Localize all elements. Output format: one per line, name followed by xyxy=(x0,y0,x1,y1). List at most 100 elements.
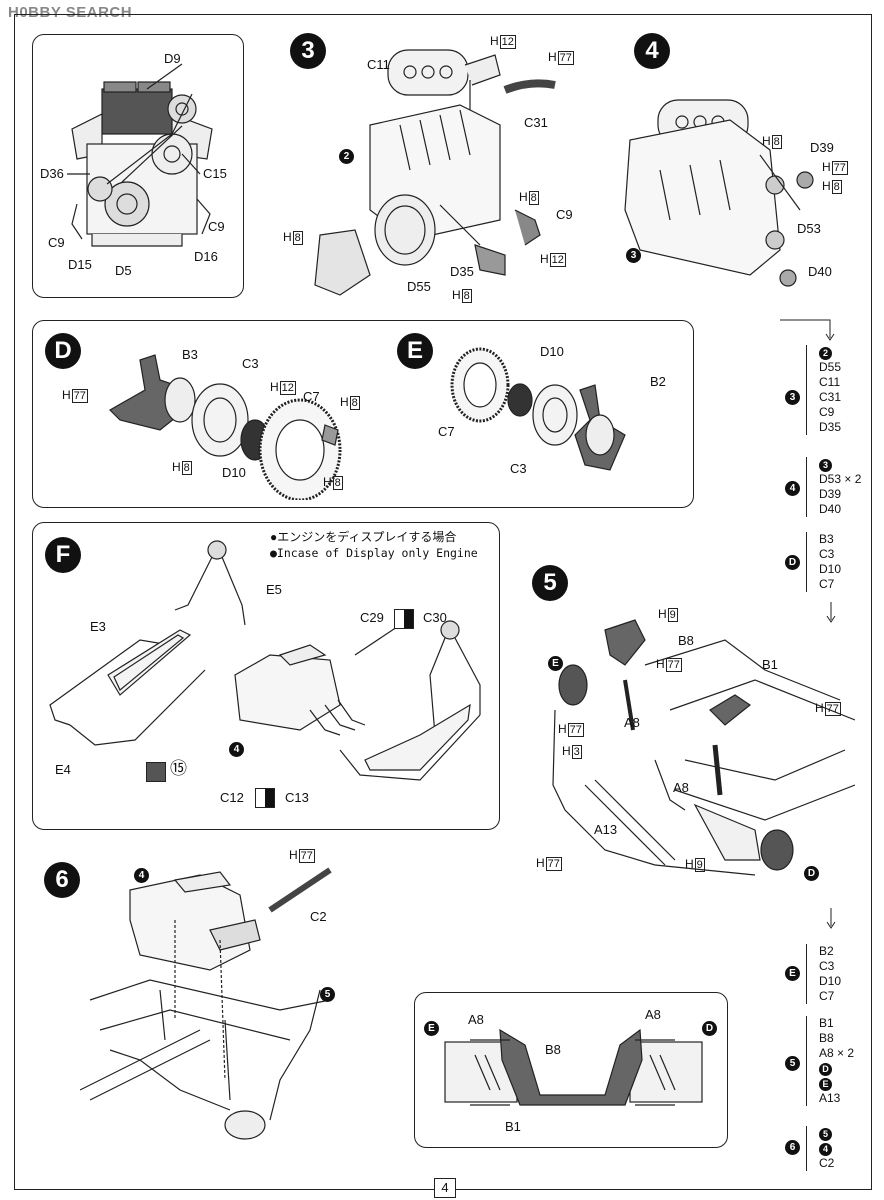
hobby-search-logo: H0BBY SEARCH xyxy=(8,4,133,21)
step-3-badge: 3 xyxy=(290,33,326,69)
engine-overview-drawing xyxy=(67,63,213,247)
detail-drawing xyxy=(444,1028,703,1106)
label-b8-step5: B8 xyxy=(678,633,694,648)
step-e-badge: E xyxy=(397,333,433,369)
seq-5-item-1: B8 xyxy=(819,1031,834,1045)
label-d5: D5 xyxy=(115,263,132,278)
step-5-ref-e: E xyxy=(548,656,563,671)
paint-symbol-c29 xyxy=(394,609,414,629)
label-d53: D53 xyxy=(797,221,821,236)
label-d40: D40 xyxy=(808,264,832,279)
label-d35: D35 xyxy=(450,264,474,279)
seq-6-item-2: C2 xyxy=(819,1156,835,1170)
step-6-badge: 6 xyxy=(44,862,80,898)
seq-6-item-0: 5 xyxy=(819,1128,832,1141)
label-d36: D36 xyxy=(40,166,64,181)
label-b1-step5: B1 xyxy=(762,657,778,672)
seq-e-item-3: C7 xyxy=(819,989,835,1003)
sequence-arrow-top xyxy=(780,319,835,341)
display-note-en: ●Incase of Display only Engine xyxy=(270,546,478,560)
seq-5-item-2: A8 × 2 xyxy=(819,1046,855,1060)
seq-list-3: 2 D55 C11 C31 C9 D35 xyxy=(806,345,841,435)
sequence-arrow-mid xyxy=(826,602,836,623)
step-f-badge: F xyxy=(45,537,81,573)
label-c11: C11 xyxy=(367,57,390,72)
step-6-ref-4: 4 xyxy=(134,868,149,883)
seq-3-item-3: C31 xyxy=(819,390,842,404)
paint-symbol-c12 xyxy=(255,788,275,808)
seq-3-item-2: C11 xyxy=(819,375,841,389)
page-number: 4 xyxy=(434,1178,456,1198)
label-d15: D15 xyxy=(68,257,92,272)
label-c9-left: C9 xyxy=(48,235,65,250)
seq-d-item-3: C7 xyxy=(819,577,835,591)
label-b3: B3 xyxy=(182,347,198,362)
seq-e-item-1: C3 xyxy=(819,959,835,973)
step-f-ref-4: 4 xyxy=(229,742,244,757)
seq-5-item-3: D xyxy=(819,1063,832,1076)
paint-number-15: ⑮ xyxy=(170,759,187,778)
label-a8-lower: A8 xyxy=(673,780,689,795)
seq-list-5: B1 B8 A8 × 2 D E A13 xyxy=(806,1016,854,1106)
label-a8-detail-left: A8 xyxy=(468,1012,484,1027)
label-c30: C30 xyxy=(423,610,447,625)
label-c12: C12 xyxy=(220,790,244,805)
label-a13: A13 xyxy=(594,822,618,837)
detail-ref-e: E xyxy=(424,1021,439,1036)
sequence-arrow-low xyxy=(826,908,836,929)
seq-list-6: 5 4 C2 xyxy=(806,1126,834,1171)
seq-6-item-1: 4 xyxy=(819,1143,832,1156)
seq-list-4: 3 D53 × 2 D39 D40 xyxy=(806,457,861,517)
step-6-ref-5: 5 xyxy=(320,987,335,1002)
seq-5-item-4: E xyxy=(819,1078,832,1091)
seq-e-item-0: B2 xyxy=(819,944,834,958)
step-4-badge: 4 xyxy=(634,33,670,69)
step-5-ref-d: D xyxy=(804,866,819,881)
label-a8-detail-right: A8 xyxy=(645,1007,661,1022)
step-f-drawing xyxy=(49,540,481,781)
display-note-jp: ●エンジンをディスプレイする場合 xyxy=(270,530,457,544)
label-d16: D16 xyxy=(194,249,218,264)
step-3-drawing xyxy=(314,49,556,296)
label-d55: D55 xyxy=(407,279,431,294)
label-c3-e: C3 xyxy=(510,461,527,476)
label-c7-e: C7 xyxy=(438,424,455,439)
step-d-badge: D xyxy=(45,333,81,369)
paint-star-symbol xyxy=(146,762,166,782)
seq-5-item-5: A13 xyxy=(819,1091,841,1105)
label-d10-d: D10 xyxy=(222,465,246,480)
seq-4-item-0: 3 xyxy=(819,459,832,472)
detail-ref-d: D xyxy=(702,1021,717,1036)
label-c2: C2 xyxy=(310,909,327,924)
label-d39: D39 xyxy=(810,140,834,155)
seq-step-e: E xyxy=(785,966,800,981)
seq-list-d: B3 C3 D10 C7 xyxy=(806,532,841,592)
step-5-drawing xyxy=(552,619,855,876)
label-c3-d: C3 xyxy=(242,356,259,371)
seq-d-item-2: D10 xyxy=(819,562,842,576)
seq-step-5: 5 xyxy=(785,1056,800,1071)
label-e4: E4 xyxy=(55,762,71,777)
step-4-ref-3: 3 xyxy=(626,248,641,263)
step-3-ref-2: 2 xyxy=(339,149,354,164)
seq-d-item-0: B3 xyxy=(819,532,834,546)
seq-3-item-5: D35 xyxy=(819,420,842,434)
seq-3-item-1: D55 xyxy=(819,360,842,374)
label-c7-d: C7 xyxy=(303,389,320,404)
